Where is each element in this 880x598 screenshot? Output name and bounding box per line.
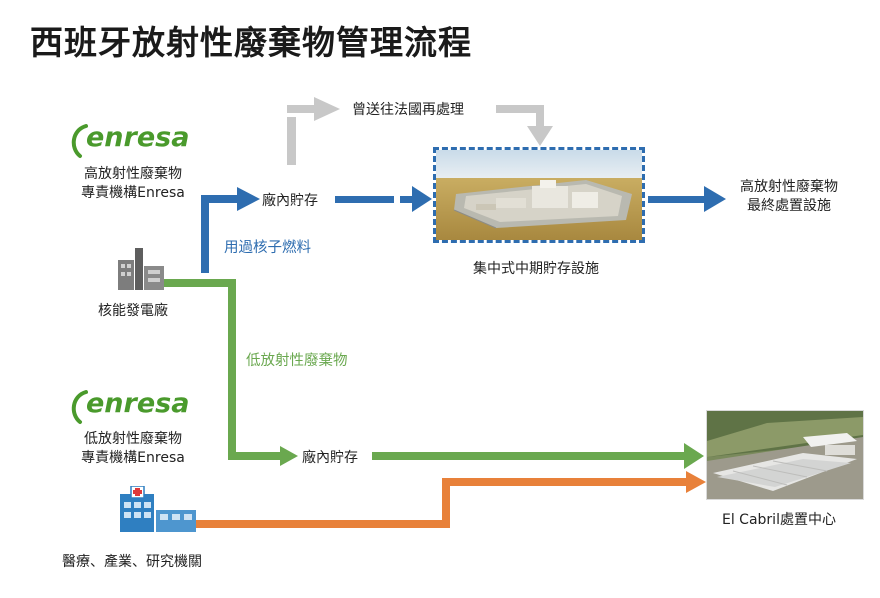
final-disposal-label: 高放射性廢棄物 最終處置設施 [728,178,850,216]
final-disposal-line2: 最終處置設施 [747,198,831,214]
central-storage-label: 集中式中期貯存設施 [473,261,599,277]
enresa-low-line1: 低放射性廢棄物 [84,431,182,447]
central-to-final-arrow [648,186,726,212]
onsite-to-central-arrow [335,186,432,212]
page-title: 西班牙放射性廢棄物管理流程 [30,23,472,62]
nuclear-plant-label: 核能發電廠 [98,303,168,319]
enresa-high-line2: 專責機構Enresa [81,185,185,201]
enresa-logo-low: enresa [66,388,216,428]
france-loop-arrow [287,97,553,165]
enresa-low-caption: 低放射性廢棄物 專責機構Enresa [63,430,203,468]
el-cabril-label: El Cabril處置中心 [722,512,836,528]
central-storage-photo [436,150,642,240]
el-cabril-photo [707,411,863,499]
enresa-swoosh-icon [71,124,88,158]
sent-to-france-label: 曾送往法國再處理 [352,102,464,118]
medical-to-cabril-arrow [196,471,706,528]
spent-fuel-arrow [201,187,260,273]
enresa-high-caption: 高放射性廢棄物 專責機構Enresa [63,165,203,203]
low-level-waste-arrow [146,279,298,466]
nuclear-plant-icon [118,248,164,290]
low-level-waste-label: 低放射性廢棄物 [246,353,348,369]
hospital-icon [120,486,196,532]
central-storage-image [433,147,645,243]
onsite-low-to-cabril-arrow [372,443,704,469]
onsite-storage-high-label: 廠內貯存 [262,193,318,209]
enresa-logo-high: enresa [66,122,216,162]
spent-fuel-label: 用過核子燃料 [224,240,311,256]
enresa-logo-text: enresa [86,388,190,419]
el-cabril-image [706,410,864,500]
enresa-swoosh-icon [71,390,88,424]
final-disposal-line1: 高放射性廢棄物 [740,179,838,195]
enresa-logo-text: enresa [86,122,190,153]
enresa-high-line1: 高放射性廢棄物 [84,166,182,182]
medical-industry-label: 醫療、產業、研究機關 [62,554,202,570]
enresa-low-line2: 專責機構Enresa [81,450,185,466]
onsite-storage-low-label: 廠內貯存 [302,450,358,466]
